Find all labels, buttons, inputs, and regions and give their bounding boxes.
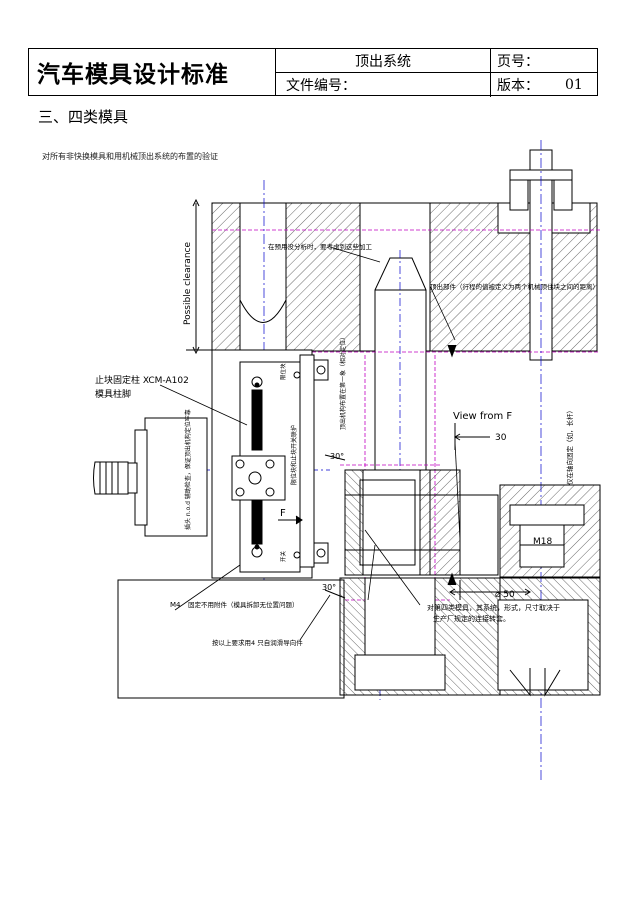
dim-30-label: 30 — [495, 433, 507, 443]
note-class4-a: 对第四类模具，其系统，形式，尺寸取决于 — [427, 603, 560, 612]
note-limit: 限位块和止块开关联护 — [290, 425, 298, 485]
die-foot-label: 模具柱脚 — [95, 388, 131, 400]
note-ejector: 顶出部件（行程的值被定义为两个机械顶住块之间的距离） — [430, 282, 599, 291]
note-requirement: 按以上要求用4 只自润滑导向件 — [212, 638, 303, 647]
view-from-f-label: View from F — [453, 411, 512, 422]
version-cell: 版本： 01 — [491, 73, 597, 97]
note-guide: 仅在轴向固定（如，长杆） — [565, 407, 574, 485]
note-machining: 在预用没分析时，要考虑到这些加工 — [268, 242, 373, 251]
stop-block-label: 止块固定柱 XCM-A102 — [95, 374, 189, 386]
document-title: 汽车模具设计标准 — [29, 49, 276, 95]
clearance-dimension — [186, 198, 212, 355]
clearance-label: Possible clearance — [183, 242, 193, 325]
page-number-label: 页号： — [491, 49, 597, 73]
middle-bushing — [344, 469, 461, 576]
small-switch-label: 开关 — [279, 550, 287, 562]
dim-phi50-label: ⌀ 50 — [495, 590, 515, 600]
section-title: 三、四类模具 — [38, 108, 129, 126]
file-number-label: 文件编号： — [276, 73, 491, 97]
lower-die-base — [117, 577, 601, 699]
version-label: 版本： — [497, 78, 539, 94]
right-column — [459, 484, 601, 578]
force-f-label: F — [280, 508, 286, 519]
note-vertical: 插头 n.o.d 辅助检查，保证顶出机构定位牢靠 — [184, 409, 192, 530]
drawing-caption: 对所有非快换模具和用机械顶出系统的布置的验证 — [42, 152, 218, 161]
dim-m18-label: M18 — [533, 537, 552, 547]
angle-30-bottom: 30° — [322, 583, 336, 592]
knob-handle — [93, 417, 208, 537]
spec-m4-label: M4 — [170, 601, 181, 609]
conical-guide-pin — [374, 250, 427, 480]
small-block-label: 限位块 — [279, 363, 287, 380]
version-value: 01 — [565, 77, 583, 93]
note-m4: 固定不用附件（模具拆卸无位置问题） — [188, 600, 299, 609]
angle-30-top: 30° — [330, 452, 344, 461]
header-table: 汽车模具设计标准 顶出系统 文件编号： 页号： 版本： 01 — [28, 48, 598, 97]
note-class4-b: 生产厂规定的连接转套。 — [433, 614, 510, 623]
system-name: 顶出系统 — [276, 49, 491, 73]
note-pos: 顶出机构布置在第一象（相对定位） — [339, 334, 347, 430]
stop-block-assembly — [211, 349, 329, 579]
